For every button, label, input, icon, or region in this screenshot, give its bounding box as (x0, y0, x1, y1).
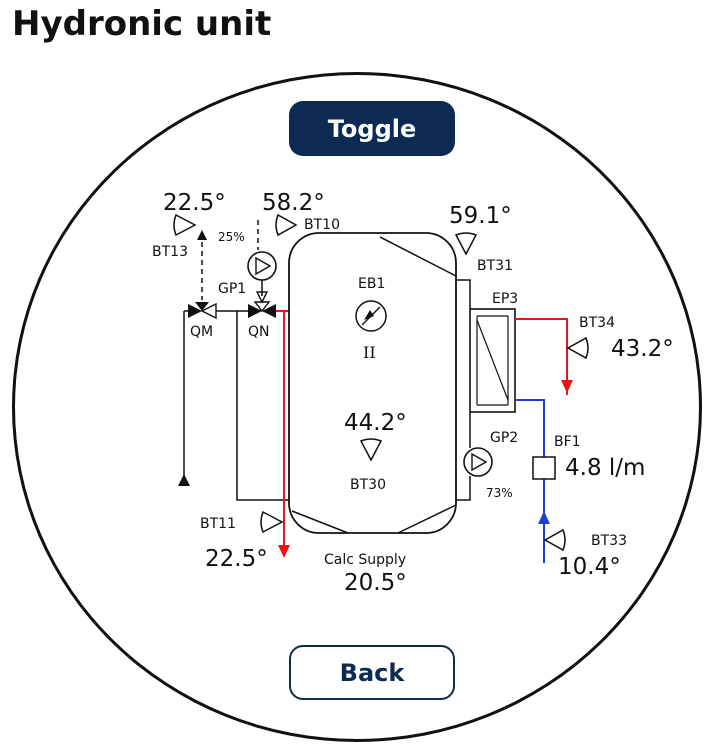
arrow-up-icon (197, 230, 207, 240)
bt10-label: BT10 (304, 217, 340, 233)
sensor-bt31-icon (454, 232, 478, 256)
pump-gp1-icon (247, 251, 277, 281)
arrow-down-icon (278, 545, 290, 558)
valve-qm-icon (188, 304, 202, 318)
pump-gp2-icon (463, 447, 493, 477)
page-title: Hydronic unit (12, 4, 272, 44)
bt34-value: 43.2° (611, 336, 674, 362)
bt10-value: 58.2° (262, 190, 325, 216)
bt31-value: 59.1° (449, 203, 512, 229)
gp2-speed: 73% (486, 486, 513, 500)
toggle-button[interactable]: Toggle (289, 101, 455, 156)
cold-water-pipe (515, 399, 545, 563)
bt31-label: BT31 (477, 258, 513, 274)
back-button[interactable]: Back (289, 645, 455, 700)
eb1-label: EB1 (358, 276, 385, 292)
arrow-up-icon (538, 511, 550, 524)
calc-supply-label: Calc Supply (324, 552, 406, 568)
bypass-pipe (236, 311, 290, 501)
arrow-down-icon (255, 291, 269, 304)
sensor-bt34-icon (566, 336, 589, 360)
sensor-bt11-icon (260, 510, 284, 534)
arrow-up-icon (178, 474, 190, 486)
qn-label: QN (248, 324, 270, 340)
bt30-label: BT30 (350, 477, 386, 493)
bt34-label: BT34 (579, 315, 615, 331)
gp2-label: GP2 (490, 430, 518, 446)
qm-label: QM (190, 324, 213, 340)
arrow-down-icon (561, 380, 573, 393)
sensor-bt30-icon (359, 438, 383, 462)
flow-sensor-bf1 (532, 456, 556, 480)
calc-supply-value: 20.5° (344, 570, 407, 596)
eb1-stage: II (363, 343, 376, 362)
ep3-label: EP3 (492, 291, 518, 307)
bt33-value: 10.4° (558, 554, 621, 580)
valve-qn-icon (248, 304, 262, 318)
bt13-label: BT13 (152, 244, 188, 260)
gp1-label: GP1 (218, 281, 246, 297)
bf1-flow: 4.8 l/m (565, 455, 645, 481)
gp1-speed: 25% (218, 230, 245, 244)
sensor-bt33-icon (543, 528, 566, 552)
dial-frame (12, 72, 702, 742)
bt13-value: 22.5° (163, 190, 226, 216)
dhw-hot-pipe (515, 318, 568, 395)
sensor-bt10-icon (275, 213, 298, 237)
storage-tank (288, 232, 457, 534)
bt33-label: BT33 (591, 533, 627, 549)
bf1-label: BF1 (554, 434, 581, 450)
bt30-value: 44.2° (344, 410, 407, 436)
bt11-label: BT11 (200, 516, 236, 532)
bt11-value: 22.5° (205, 546, 268, 572)
sensor-bt13-icon (173, 213, 197, 237)
